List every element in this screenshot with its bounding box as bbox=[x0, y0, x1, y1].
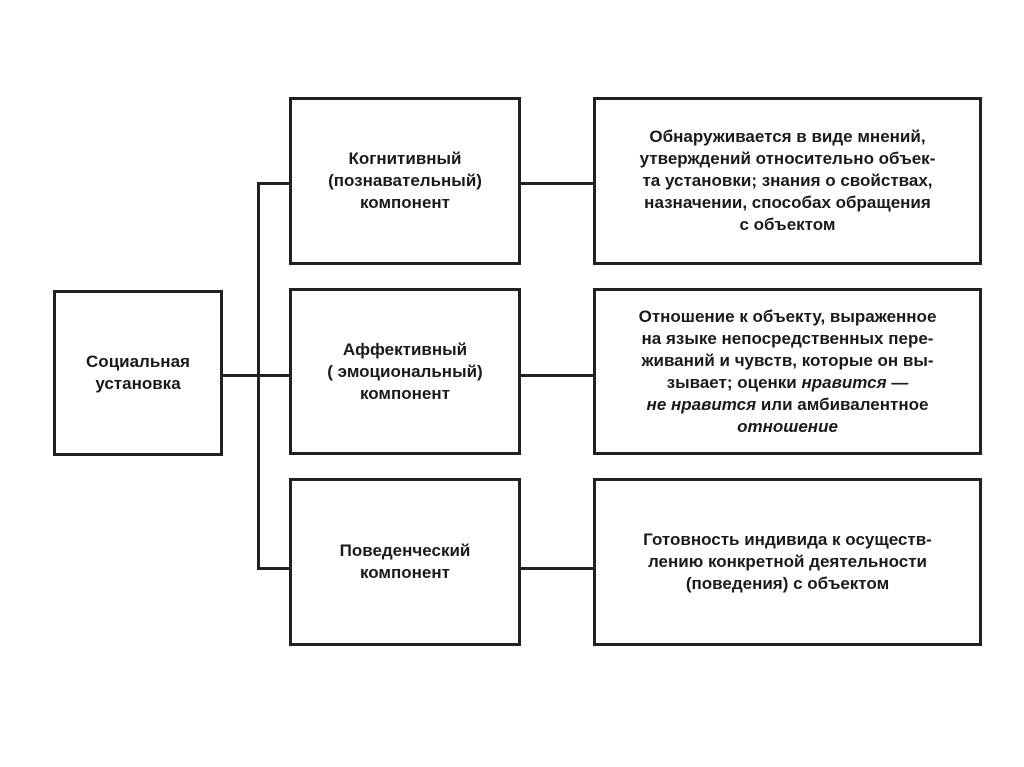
affective-component-box: Аффективный ( эмоциональный) компонент bbox=[289, 288, 521, 455]
social-attitude-box: Социальная установка bbox=[53, 290, 223, 456]
affective-description: Отношение к объекту, выраженное на языке… bbox=[639, 306, 937, 438]
connector-branch-2 bbox=[257, 374, 291, 377]
cognitive-component-label: Когнитивный (познавательный) компонент bbox=[328, 149, 482, 212]
connector-desc-2 bbox=[520, 374, 595, 377]
behavioral-component-label: Поведенческий компонент bbox=[339, 541, 471, 582]
connector-desc-3 bbox=[520, 567, 595, 570]
affective-component-label: Аффективный ( эмоциональный) компонент bbox=[327, 339, 483, 403]
affective-description-box: Отношение к объекту, выраженное на языке… bbox=[593, 288, 982, 455]
affective-description-text: Отношение к объекту, выраженное на языке… bbox=[638, 306, 937, 392]
social-attitude-label: Социальная установка bbox=[86, 352, 190, 393]
connector-branch-3 bbox=[257, 567, 291, 570]
behavioral-description-box: Готовность индивида к осуществ- лению ко… bbox=[593, 478, 982, 646]
behavioral-description: Готовность индивида к осуществ- лению ко… bbox=[643, 530, 932, 593]
affective-description-emphasis-2: отношение bbox=[737, 416, 838, 436]
affective-description-text-2: или амбивалентное bbox=[760, 394, 929, 414]
behavioral-component-box: Поведенческий компонент bbox=[289, 478, 521, 646]
cognitive-description: Обнаруживается в виде мнений, утверждени… bbox=[639, 127, 936, 234]
cognitive-description-box: Обнаруживается в виде мнений, утверждени… bbox=[593, 97, 982, 265]
connector-branch-1 bbox=[257, 182, 291, 185]
connector-root bbox=[222, 374, 260, 377]
affective-description-emphasis: нравится — не нравится bbox=[646, 372, 909, 414]
cognitive-component-box: Когнитивный (познавательный) компонент bbox=[289, 97, 521, 265]
connector-desc-1 bbox=[520, 182, 595, 185]
